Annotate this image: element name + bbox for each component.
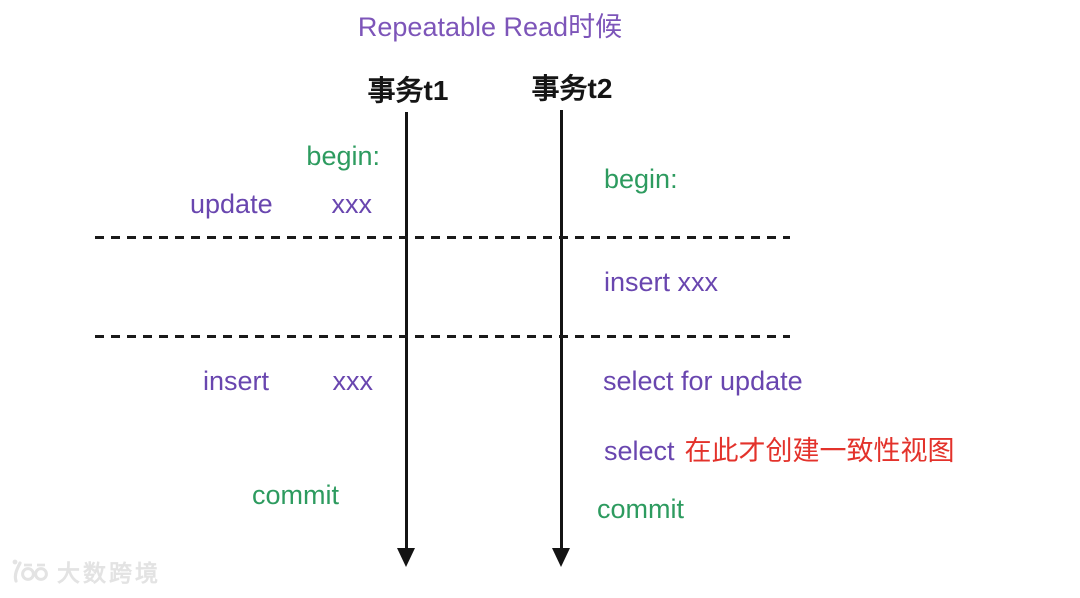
t2-commit-statement: commit — [597, 494, 684, 524]
brand-logo-icon — [12, 559, 48, 583]
t1-insert-statement: insert xxx — [203, 366, 374, 396]
t1-update-keyword: update — [190, 189, 273, 219]
time-separator-2 — [95, 335, 790, 338]
t2-select-statement: select 在此才创建一致性视图 — [604, 436, 955, 466]
t1-update-statement: update xxx — [190, 189, 373, 219]
t1-update-arg: xxx — [331, 189, 373, 219]
diagram-title: Repeatable Read时候 — [357, 12, 623, 42]
t2-begin-statement: begin: — [604, 164, 678, 194]
t2-select-annotation: 在此才创建一致性视图 — [684, 436, 955, 466]
t1-commit-statement: commit — [252, 480, 339, 510]
time-separator-1 — [95, 236, 790, 239]
timeline-t2-header: 事务t2 — [531, 73, 613, 104]
t1-begin-statement: begin: — [306, 141, 380, 171]
t2-select-keyword: select — [604, 436, 675, 466]
timeline-t2-line — [560, 110, 563, 550]
timeline-t1-arrowhead-icon — [397, 548, 415, 567]
watermark: 大数跨境 — [10, 554, 161, 588]
timeline-t2-arrowhead-icon — [552, 548, 570, 567]
t2-insert-statement: insert xxx — [604, 267, 719, 297]
t2-select-for-update-statement: select for update — [603, 366, 803, 396]
t1-insert-arg: xxx — [332, 366, 374, 396]
t1-insert-keyword: insert — [203, 366, 270, 396]
timeline-t1-header: 事务t1 — [367, 75, 449, 106]
watermark-brand-text: 大数跨境 — [57, 560, 161, 586]
timeline-t1-line — [405, 112, 408, 550]
